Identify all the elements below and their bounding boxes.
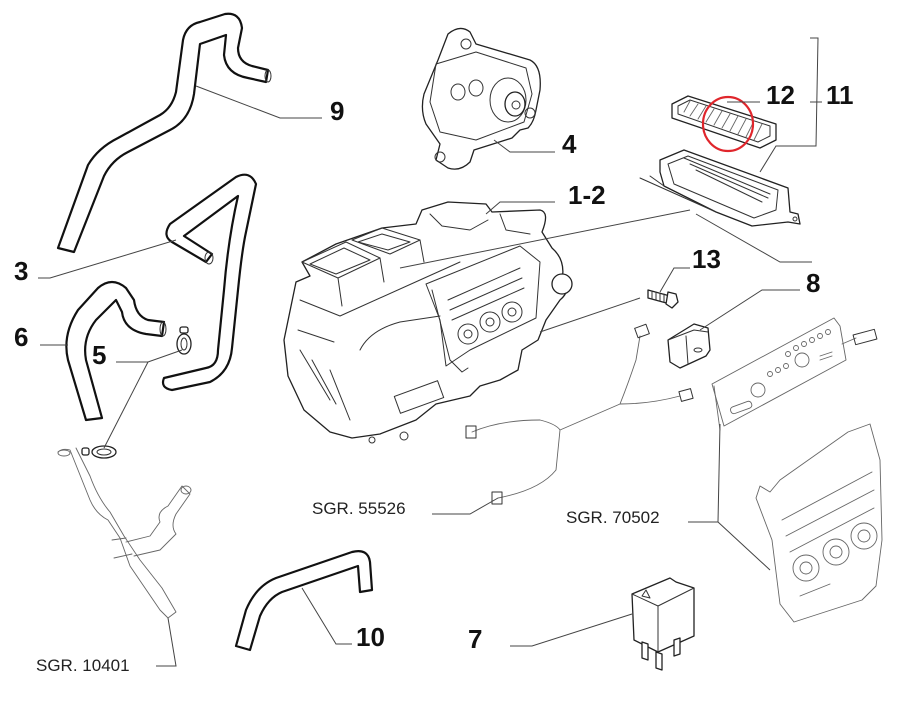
- callout-7: 8: [806, 268, 820, 298]
- hose-part-6[interactable]: [65, 280, 167, 422]
- flange-plate-part-4[interactable]: [421, 27, 541, 170]
- callout-4: 4: [562, 129, 577, 159]
- highlight-circle: [701, 95, 755, 153]
- ref-sgr-70502: SGR. 70502: [566, 508, 660, 527]
- callout-6: 6: [14, 322, 28, 352]
- callout-9: 10: [356, 622, 385, 652]
- wiring-harness[interactable]: [465, 323, 694, 505]
- heater-unit-housing-part-1-2[interactable]: [283, 201, 573, 444]
- hose-part-9[interactable]: [234, 550, 374, 652]
- ref-sgr-10401: SGR. 10401: [36, 656, 130, 675]
- cabin-filter-part-12[interactable]: [671, 95, 777, 149]
- filter-housing-part-11[interactable]: [639, 149, 801, 227]
- ref-sgr-55526: SGR. 55526: [312, 499, 406, 518]
- bolt-part-13[interactable]: [647, 289, 679, 309]
- callout-8: 9: [330, 96, 344, 126]
- callout-5: 5: [92, 340, 106, 370]
- hose-clamp-part-5[interactable]: [176, 326, 192, 355]
- leader-lines: [38, 37, 822, 667]
- coolant-hose-assembly[interactable]: [57, 447, 192, 619]
- relay-part-10[interactable]: [631, 577, 695, 671]
- callout-10: 7: [468, 624, 482, 654]
- hose-part-3[interactable]: [161, 173, 258, 392]
- callout-1-2: 1-2: [568, 180, 606, 210]
- hose-part-8[interactable]: [56, 12, 272, 254]
- callout-11: 11: [826, 80, 854, 110]
- callout-12: 12: [766, 80, 795, 110]
- control-panel-assembly[interactable]: [711, 317, 883, 623]
- callout-13: 13: [692, 244, 721, 274]
- hose-clamp-lower[interactable]: [81, 445, 117, 459]
- knob-cap-part-7[interactable]: [667, 323, 711, 369]
- callout-3: 3: [14, 256, 28, 286]
